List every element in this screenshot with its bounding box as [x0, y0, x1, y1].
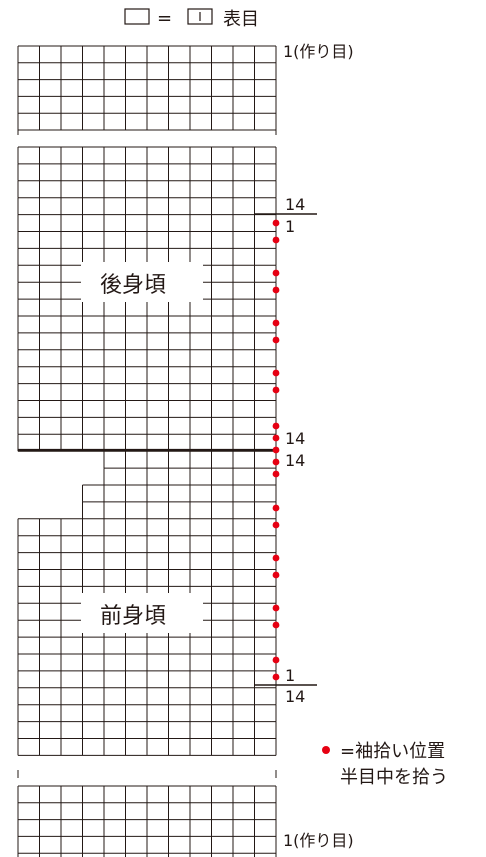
row-label-front-start: 14 — [285, 687, 305, 706]
pickup-dot — [272, 386, 280, 394]
pickup-dot — [272, 458, 280, 466]
pickup-dot — [272, 673, 280, 681]
row-label-shoulder-upper: 14 — [285, 429, 305, 448]
pickup-dot — [272, 446, 280, 454]
legend-knit-square — [187, 8, 213, 25]
legend-meaning: 表目 — [223, 9, 259, 30]
pickup-dot — [272, 554, 280, 562]
chart-grids — [17, 45, 277, 857]
front-section-label: 前身頃 — [100, 604, 166, 629]
back-section-label: 後身頃 — [100, 273, 166, 298]
note-line1: =袖拾い位置 — [340, 741, 445, 762]
note-line2: 半目中を拾う — [340, 767, 448, 788]
row-label-back-row1: 1 — [285, 217, 295, 236]
legend-plain-square — [124, 8, 150, 25]
pickup-dot — [272, 319, 280, 327]
pickup-dot — [272, 336, 280, 344]
pickup-dot — [272, 504, 280, 512]
pickup-dot — [272, 286, 280, 294]
front-label-box — [81, 593, 203, 633]
row-label-shoulder-lower: 14 — [285, 451, 305, 470]
row-label-cast-on-top: 1(作り目) — [283, 42, 354, 61]
note-red-dot — [322, 746, 330, 754]
pickup-dot — [272, 521, 280, 529]
pickup-dot — [272, 470, 280, 478]
pickup-dot — [272, 434, 280, 442]
pickup-dot — [272, 656, 280, 664]
back-label-box — [81, 262, 203, 302]
pickup-dot — [272, 369, 280, 377]
pickup-dot — [272, 219, 280, 227]
legend-equals: = — [157, 8, 172, 29]
pickup-dot — [272, 422, 280, 430]
chart-break — [17, 127, 277, 778]
sleeve-pickup-dots — [272, 219, 280, 681]
pickup-dot — [272, 571, 280, 579]
pickup-dot — [272, 269, 280, 277]
pickup-dot — [272, 621, 280, 629]
row-label-back-start: 14 — [285, 195, 305, 214]
pickup-dot — [272, 604, 280, 612]
pickup-dot — [272, 236, 280, 244]
row-label-front-row1: 1 — [285, 666, 295, 685]
row-label-cast-on-bottom: 1(作り目) — [283, 831, 354, 850]
legend: = 表目 — [124, 8, 259, 30]
